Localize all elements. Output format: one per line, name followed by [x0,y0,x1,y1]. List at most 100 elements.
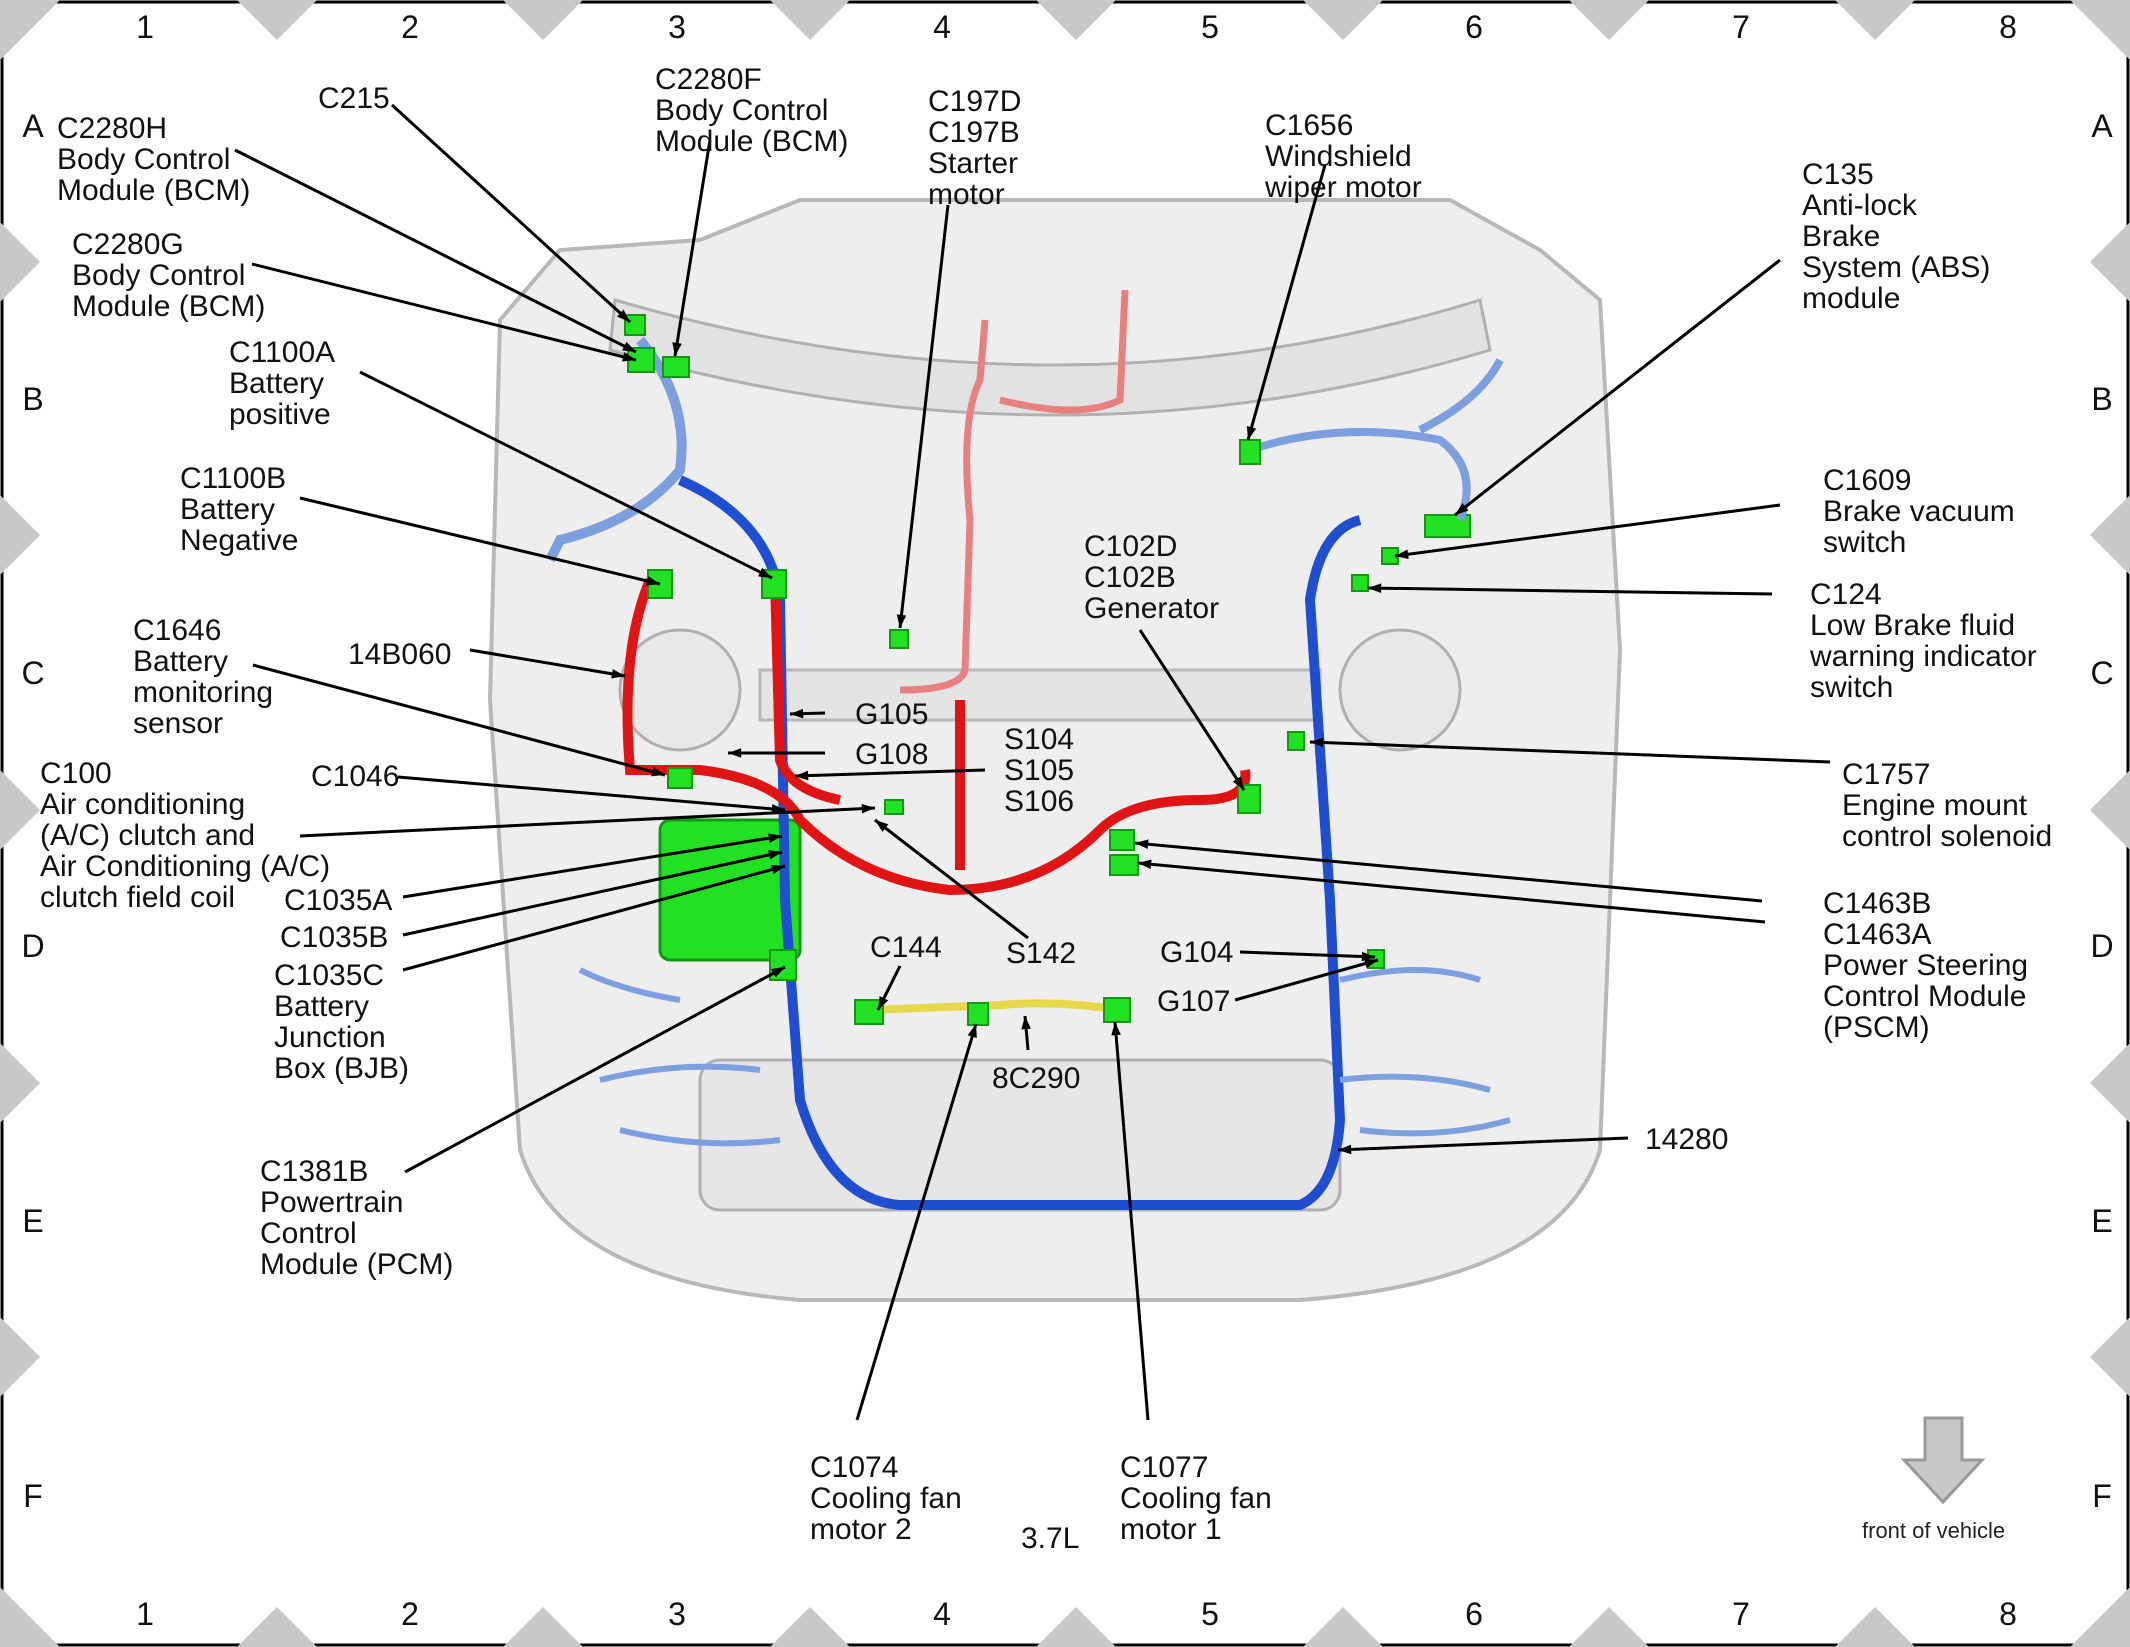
callout-line: G105 [855,698,928,731]
leader-line [299,806,876,838]
zone-marker [2090,1043,2130,1123]
leader-line [234,148,637,354]
leader-line [397,775,786,812]
zone-marker [503,0,583,40]
callout-line: S104 [1004,723,1074,756]
callout-line: C102D [1084,530,1177,563]
leader-arrowhead [611,669,625,679]
connector-c144 [854,999,884,1025]
harness-battery-red [622,578,1251,896]
callout-line: Cooling fan [810,1482,962,1515]
zone-marker [1303,1607,1383,1647]
callout-line: S106 [1004,785,1074,818]
grid-column-label: 7 [1732,9,1750,45]
callout-line: clutch field coil [40,881,235,914]
grid-column-label: 7 [1732,1596,1750,1632]
callout-line: switch [1823,526,1906,559]
leader-line [359,370,773,580]
callout-line: C144 [870,931,942,964]
leader-arrowhead [1368,583,1382,593]
callout-line: C1074 [810,1451,898,1484]
callout-s142: S142 [1006,937,1076,970]
callout-line: C1656 [1265,109,1353,142]
callout-line: C197B [928,116,1020,149]
callout-line: C1646 [133,614,221,647]
leader-line [1367,586,1773,596]
harness-light-blue-top-right [1248,358,1504,522]
zone-marker [1569,1607,1649,1647]
connector-c1077 [1103,997,1131,1023]
leader-arrowhead [771,864,785,875]
leader-line [1309,740,1831,764]
callout-line: Module (BCM) [72,290,265,323]
callout-line: Battery [180,493,275,526]
zone-marker [0,770,40,850]
callout-c1046: C1046 [311,760,399,793]
leader-line [404,965,786,1174]
callout-h14280: 14280 [1645,1123,1728,1156]
leader-arrowhead [1246,426,1257,440]
connector-c1074 [967,1002,989,1026]
leader-arrowhead [1395,549,1409,560]
callout-line: wiper motor [1264,171,1422,204]
zone-marker [770,0,850,40]
zone-marker [0,1317,40,1397]
leader-line [1239,950,1376,959]
zone-marker [2070,0,2130,60]
grid-column-label: 1 [136,1596,154,1632]
connector-c1381b [769,949,797,981]
zone-marker [0,0,60,60]
leader-line [1337,1136,1629,1152]
leader-arrowhead [646,576,660,586]
zone-marker [1036,0,1116,40]
leader-line [1394,503,1781,558]
callout-h8c290: 8C290 [992,1062,1080,1095]
callout-line: Battery [274,990,369,1023]
leader-arrowhead [967,1024,977,1038]
callout-line: Body Control [72,259,245,292]
callout-line: Battery [133,645,228,678]
leader-line [469,648,626,678]
callout-line: motor 2 [810,1513,912,1546]
leader-arrowhead [1135,839,1149,849]
leader-arrowhead [1455,503,1469,515]
leader-arrowhead [622,352,636,362]
callout-line: Brake [1802,220,1880,253]
leader-line [1246,164,1327,441]
callout-c1035b: C1035B [280,921,388,954]
grid-column-label: 2 [401,9,419,45]
callout-h14b060: 14B060 [348,638,451,671]
callout-line: 14280 [1645,1123,1728,1156]
callout-line: S105 [1004,754,1074,787]
callout-line: C2280G [72,228,184,261]
zone-marker [0,495,40,575]
leader-arrowhead [651,766,665,777]
callout-line: Windshield [1265,140,1412,173]
zone-marker [1835,1607,1915,1647]
leader-line [402,850,783,937]
leader-arrowhead [672,342,682,356]
grid-row-label: B [22,381,43,417]
callout-line: Body Control [655,94,828,127]
leader-arrowhead [861,803,875,814]
callout-g105: G105 [855,698,928,731]
callout-line: Generator [1084,592,1219,625]
callout-line: Brake vacuum [1823,495,2015,528]
callout-line: C1463B [1823,887,1931,920]
callout-g107: G107 [1157,985,1230,1018]
callout-line: Low Brake fluid [1810,609,2015,642]
leader-line [794,768,986,778]
callout-line: Control Module [1823,980,2026,1013]
leader-line [390,103,632,324]
